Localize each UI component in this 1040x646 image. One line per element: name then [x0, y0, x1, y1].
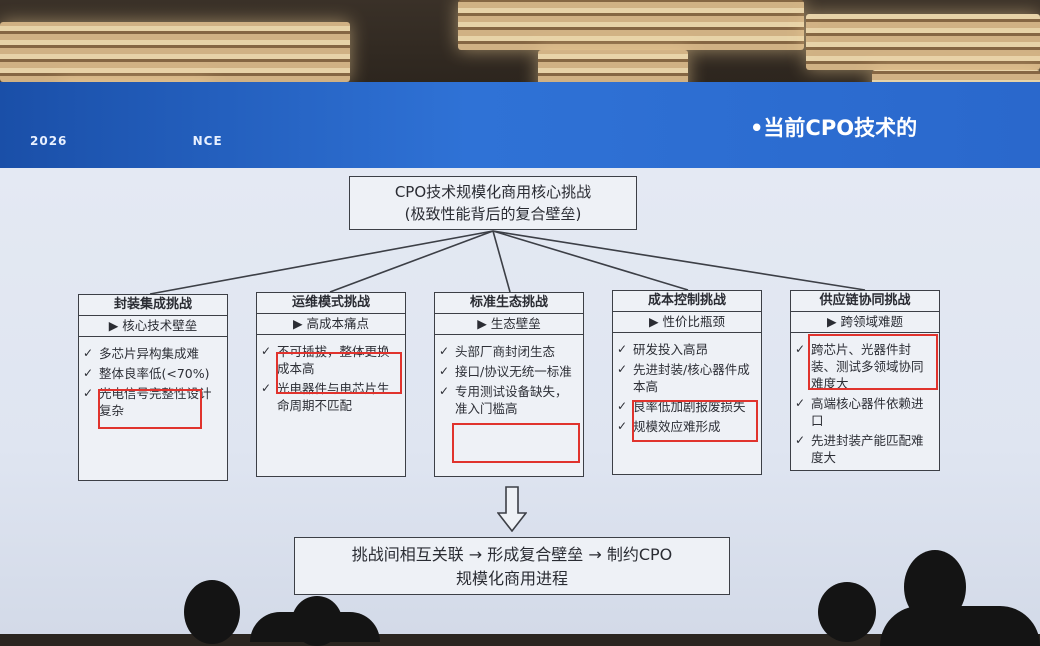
- list-item: ✓ 多芯片异构集成难: [83, 345, 221, 362]
- item-text: 头部厂商封闭生态: [455, 344, 556, 359]
- column-cost: 成本控制挑战 ▶ 性价比瓶颈 ✓ 研发投入高昂 ✓ 先进封装/核心器件成本高 ✓ 良率…: [612, 290, 762, 475]
- list-item: ✓ 头部厂商封闭生态: [439, 343, 577, 360]
- item-text: 不可插拔，整体更换成本高: [277, 344, 390, 376]
- list-item: ✓ 先进封装产能匹配难度大: [795, 432, 933, 466]
- list-item: ✓ 先进封装/核心器件成本高: [617, 361, 755, 395]
- banner-right-text: •当前CPO技术的: [750, 116, 918, 140]
- column-head: 封装集成挑战: [79, 295, 227, 316]
- list-item: ✓ 良率低加剧报废损失: [617, 398, 755, 415]
- list-item: ✓ 规模效应难形成: [617, 418, 755, 435]
- conclusion-box: 挑战间相互关联 → 形成复合壁垒 → 制约CPO 规模化商用进程: [294, 537, 730, 595]
- item-text: 规模效应难形成: [633, 419, 721, 434]
- column-body: ✓ 头部厂商封闭生态 ✓ 接口/协议无统一标准 ✓ 专用测试设备缺失，准入门槛高: [435, 335, 583, 424]
- list-item: ✓ 跨芯片、光器件封装、测试多领域协同难度大: [795, 341, 933, 392]
- column-head: 成本控制挑战: [613, 291, 761, 312]
- item-text: 多芯片异构集成难: [99, 346, 200, 361]
- check-icon: ✓: [439, 384, 450, 398]
- banner-year: 2026: [30, 134, 68, 148]
- banner-left-text: 2026 NCE: [30, 134, 223, 148]
- item-text: 跨芯片、光器件封装、测试多领域协同难度大: [811, 342, 924, 391]
- item-text: 接口/协议无统一标准: [455, 364, 572, 379]
- column-sub: ▶ 性价比瓶颈: [613, 312, 761, 333]
- audience-shoulders: [880, 606, 1040, 646]
- item-text: 先进封装/核心器件成本高: [633, 362, 750, 394]
- audience-head: [818, 582, 876, 642]
- column-sub: ▶ 跨领域难题: [791, 312, 939, 333]
- conclusion-line-1: 挑战间相互关联 → 形成复合壁垒 → 制约CPO: [351, 545, 673, 564]
- column-head: 标准生态挑战: [435, 293, 583, 314]
- title-line-2: (极致性能背后的复合壁垒): [404, 205, 582, 223]
- highlight-box-replacement: [276, 352, 402, 394]
- title-box: CPO技术规模化商用核心挑战 (极致性能背后的复合壁垒): [349, 176, 637, 230]
- column-head: 供应链协同挑战: [791, 291, 939, 312]
- item-text: 良率低加剧报废损失: [633, 399, 746, 414]
- column-supply-chain: 供应链协同挑战 ▶ 跨领域难题 ✓ 跨芯片、光器件封装、测试多领域协同难度大 ✓ 高…: [790, 290, 940, 471]
- title-line-1: CPO技术规模化商用核心挑战: [394, 183, 592, 201]
- check-icon: ✓: [261, 381, 272, 395]
- check-icon: ✓: [795, 433, 806, 447]
- item-text: 专用测试设备缺失，准入门槛高: [455, 384, 568, 416]
- item-text: 先进封装产能匹配难度大: [811, 433, 924, 465]
- check-icon: ✓: [795, 396, 806, 410]
- conclusion-line-2: 规模化商用进程: [455, 569, 568, 588]
- check-icon: ✓: [617, 362, 628, 376]
- column-packaging: 封装集成挑战 ▶ 核心技术壁垒 ✓ 多芯片异构集成难 ✓ 整体良率低(<70%) ✓…: [78, 294, 228, 481]
- item-text: 研发投入高昂: [633, 342, 709, 357]
- check-icon: ✓: [617, 342, 628, 356]
- banner-suffix: NCE: [192, 134, 223, 148]
- column-body: ✓多芯片异构集成难 ✓整体良率低(<70%) ✓光电信号完整性设计复杂: [79, 337, 227, 426]
- list-item: ✓ 高端核心器件依赖进口: [795, 395, 933, 429]
- chandelier-center: [458, 0, 804, 50]
- column-body: ✓ 跨芯片、光器件封装、测试多领域协同难度大 ✓ 高端核心器件依赖进口 ✓ 先进封装产…: [791, 333, 939, 473]
- highlight-box-yield: [98, 389, 202, 429]
- column-operations: 运维模式挑战 ▶ 高成本痛点 ✓不可插拔，整体更换成本高 ✓光电器件与电芯片生命…: [256, 292, 406, 477]
- check-icon: ✓: [617, 419, 628, 433]
- audience-head: [184, 580, 240, 644]
- check-icon: ✓: [439, 364, 450, 378]
- stage-banner: [0, 82, 1040, 170]
- chandelier-left: [0, 22, 350, 82]
- list-item: ✓ 研发投入高昂: [617, 341, 755, 358]
- check-icon: ✓: [83, 366, 94, 380]
- audience-shoulders: [250, 612, 380, 642]
- column-sub: ▶ 生态壁垒: [435, 314, 583, 335]
- list-item: ✓ 专用测试设备缺失，准入门槛高: [439, 383, 577, 417]
- check-icon: ✓: [83, 386, 94, 400]
- column-sub: ▶ 高成本痛点: [257, 314, 405, 335]
- check-icon: ✓: [617, 399, 628, 413]
- item-text: 高端核心器件依赖进口: [811, 396, 924, 428]
- highlight-box-test-equipment: [452, 423, 580, 463]
- check-icon: ✓: [439, 344, 450, 358]
- highlight-box-scrap-loss: [632, 400, 758, 442]
- arrow-down-icon: [497, 486, 527, 532]
- list-item: ✓ 整体良率低(<70%): [83, 365, 221, 382]
- list-item: ✓ 接口/协议无统一标准: [439, 363, 577, 380]
- check-icon: ✓: [261, 344, 272, 358]
- column-sub: ▶ 核心技术壁垒: [79, 316, 227, 337]
- column-head: 运维模式挑战: [257, 293, 405, 314]
- column-standards: 标准生态挑战 ▶ 生态壁垒 ✓ 头部厂商封闭生态 ✓ 接口/协议无统一标准 ✓ 专用测…: [434, 292, 584, 477]
- chandelier-right: [806, 14, 1040, 70]
- highlight-box-coordination: [808, 334, 938, 390]
- item-text: 整体良率低(<70%): [99, 366, 210, 381]
- check-icon: ✓: [83, 346, 94, 360]
- list-item: ✓ 不可插拔，整体更换成本高: [261, 343, 399, 377]
- column-body: ✓ 研发投入高昂 ✓ 先进封装/核心器件成本高 ✓ 良率低加剧报废损失 ✓ 规模效应难形…: [613, 333, 761, 442]
- check-icon: ✓: [795, 342, 806, 356]
